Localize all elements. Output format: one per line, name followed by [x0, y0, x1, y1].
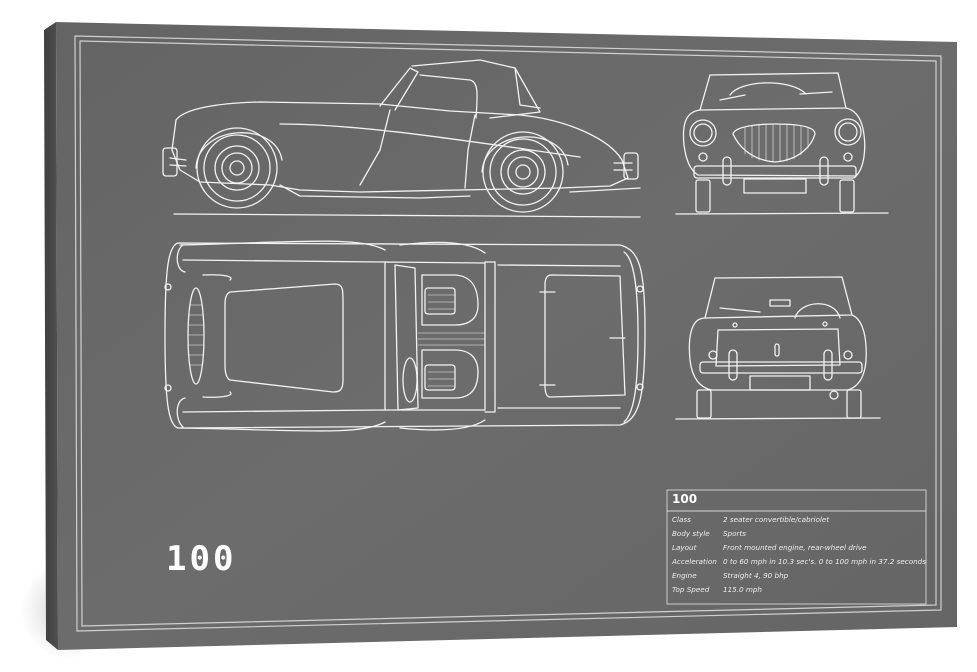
spec-label: Class [672, 515, 691, 524]
spec-row-engine: Engine Straight 4, 90 bhp [672, 571, 788, 580]
canvas-face [56, 22, 957, 650]
spec-table-border [666, 489, 927, 605]
model-title: 100 [166, 539, 237, 579]
spec-label: Layout [672, 543, 697, 552]
spec-title: 100 [672, 492, 698, 506]
spec-label: Acceleration [672, 557, 717, 566]
rear-view-drawing [675, 276, 881, 420]
frame-border [74, 35, 942, 632]
spec-label: Body style [672, 529, 710, 538]
spec-row-layout: Layout Front mounted engine, rear-wheel d… [672, 543, 867, 552]
spec-value: Front mounted engine, rear-wheel drive [723, 543, 867, 552]
spec-value: 0 to 60 mph in 10.3 sec's. 0 to 100 mph … [723, 557, 926, 566]
canvas-side-edge [44, 22, 58, 650]
spec-row-acceleration: Acceleration 0 to 60 mph in 10.3 sec's. 0… [672, 557, 926, 566]
spec-value: Straight 4, 90 bhp [723, 571, 789, 580]
spec-value: 2 seater convertible/cabriolet [723, 515, 830, 524]
side-view-drawing [162, 59, 641, 218]
spec-label: Top Speed [672, 585, 710, 594]
spec-row-body-style: Body style Sports [672, 529, 746, 538]
spec-row-top-speed: Top Speed 115.0 mph [672, 585, 762, 594]
top-view-drawing [164, 240, 646, 432]
spec-label: Engine [672, 571, 697, 580]
spec-value: 115.0 mph [723, 585, 762, 594]
front-view-drawing [675, 72, 889, 215]
spec-value: Sports [723, 529, 747, 538]
spec-row-class: Class 2 seater convertible/cabriolet [672, 515, 829, 524]
